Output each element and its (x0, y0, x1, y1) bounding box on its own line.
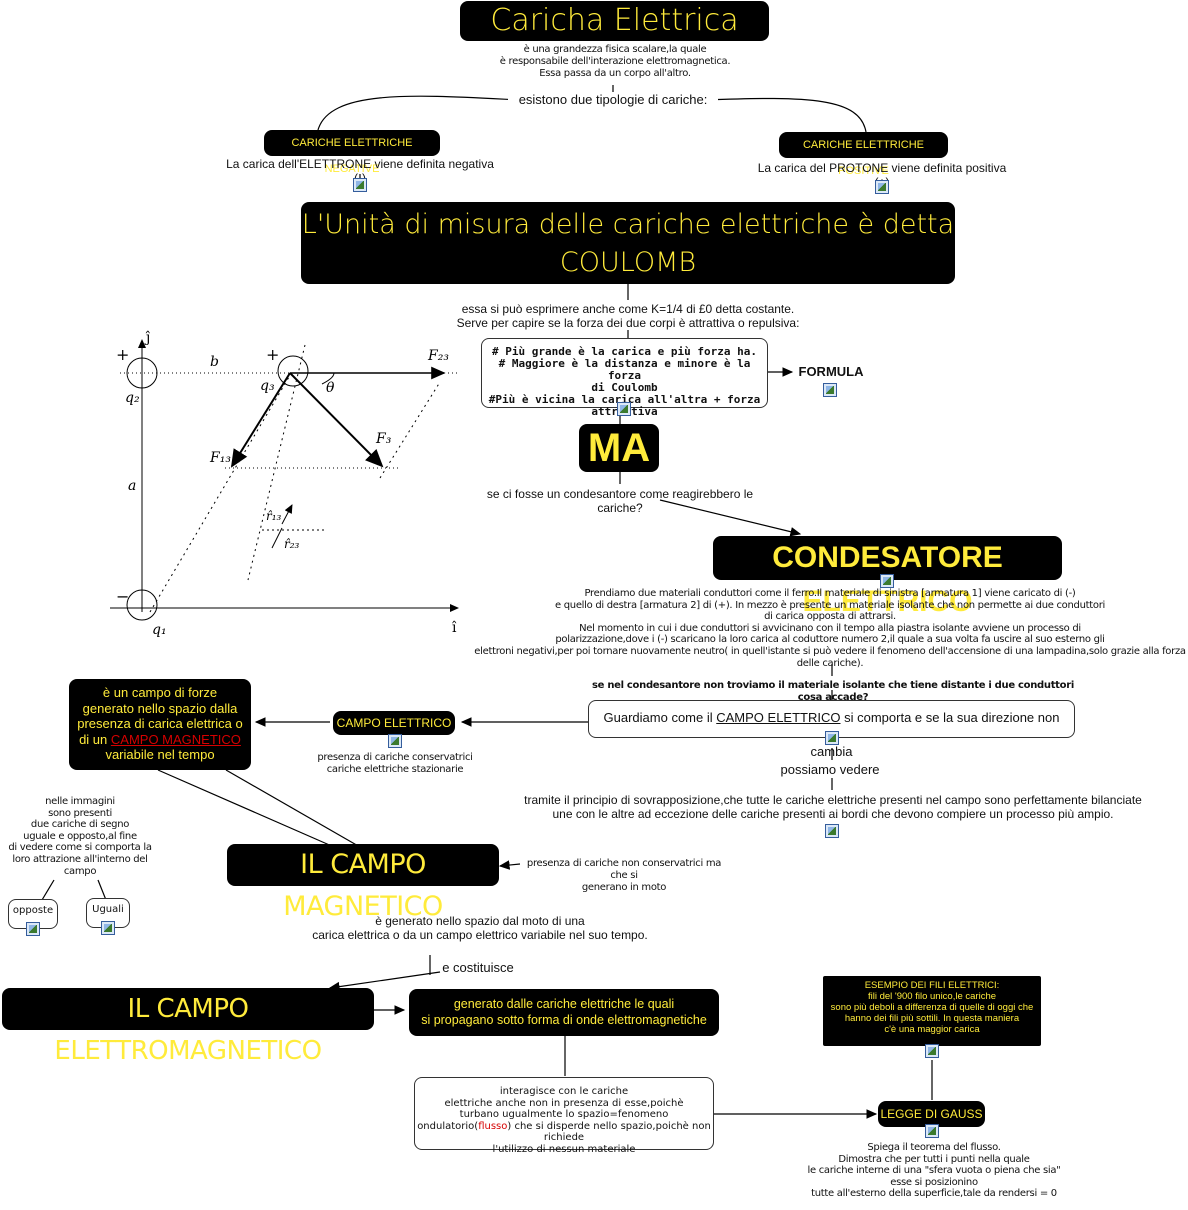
q1-sign: − (116, 587, 129, 606)
ma-node[interactable]: MA (579, 424, 659, 472)
q2-label: q₂ (125, 390, 140, 406)
campo-elettrico-link[interactable]: CAMPO ELETTRICO (716, 710, 841, 725)
image-icon[interactable] (925, 1124, 939, 1138)
r23-label: r̂₂₃ (284, 537, 300, 551)
image-icon[interactable] (875, 180, 889, 194)
costituisce-label: e costituisce (442, 960, 514, 975)
coulomb-rules-node[interactable]: # Più grande è la carica e più forza ha.… (481, 338, 768, 418)
legge-gauss-desc: Spiega il teorema del flusso.Dimostra ch… (807, 1142, 1061, 1200)
q1-label: q₁ (152, 622, 167, 638)
r13-label: r̂₁₃ (266, 509, 282, 523)
distance-b-label: b (210, 354, 219, 370)
campo-elettromagnetico-node[interactable]: IL CAMPO ELETTROMAGNETICO (2, 988, 374, 1066)
fili-elettrici-node[interactable]: ESEMPIO DEI FILI ELETTRICI:fili del '900… (823, 976, 1041, 1046)
negative-charges-node[interactable]: CARICHE ELETTRICHE NEGATIVE (264, 130, 440, 175)
image-icon[interactable] (26, 922, 40, 936)
theta-label: θ (326, 380, 335, 396)
possiamo-vedere-label: possiamo vedere (780, 762, 880, 777)
image-icon[interactable] (880, 574, 894, 588)
image-icon[interactable] (388, 734, 402, 748)
guardiamo-node[interactable]: Guardiamo come il CAMPO ELETTRICO si com… (588, 700, 1075, 759)
campo-elettrico-node[interactable]: CAMPO ELETTRICO (333, 711, 455, 735)
axis-j-label: ĵ (144, 329, 150, 346)
image-icon[interactable] (823, 383, 837, 397)
image-icon[interactable] (101, 921, 115, 935)
coulomb-node[interactable]: L'Unità di misura delle cariche elettric… (301, 202, 955, 284)
image-icon[interactable] (825, 731, 839, 745)
campo-magnetico-node[interactable]: IL CAMPO MAGNETICO (227, 844, 499, 922)
coulomb-desc: essa si può esprimere anche come K=1/4 d… (456, 302, 800, 331)
onde-elettromagnetiche-node[interactable]: generato dalle cariche elettriche le qua… (409, 989, 719, 1036)
condensatore-node[interactable]: CONDESATORE ELETTRICO (713, 536, 1062, 618)
formula-label[interactable]: FORMULA (798, 364, 864, 379)
q3-sign: + (266, 345, 279, 364)
condensatore-question: se nel condesantore non troviamo il mate… (592, 680, 1074, 703)
q3-label: q₃ (260, 378, 275, 394)
condensatore-desc: Prendiamo due materiali conduttori come … (474, 588, 1186, 669)
distance-a-label: a (128, 478, 136, 494)
campo-magnetico-link[interactable]: CAMPO MAGNETICO (110, 731, 241, 747)
ma-question: se ci fosse un condesantore come reagire… (486, 487, 754, 516)
positive-charges-node[interactable]: CARICHE ELETTRICHE POSITIVE (779, 132, 948, 177)
q2-sign: + (116, 345, 129, 364)
title-node[interactable]: Caricha Elettrica (460, 1, 769, 41)
f13-label: F₁₃ (209, 450, 231, 466)
image-icon[interactable] (925, 1044, 939, 1058)
f23-label: F₂₃ (427, 348, 449, 364)
coulomb-force-figure (110, 339, 460, 621)
campo-magnetico-side: presenza di cariche non conservatrici ma… (526, 858, 722, 893)
legge-gauss-node[interactable]: LEGGE DI GAUSS (878, 1101, 985, 1127)
image-icon[interactable] (353, 178, 367, 192)
f3-label: F₃ (375, 431, 392, 447)
link-two-types: esistono due tipologie di cariche: (508, 92, 718, 108)
image-icon[interactable] (825, 824, 839, 838)
axis-i-label: î (452, 620, 457, 636)
image-icon[interactable] (617, 402, 631, 416)
possiamo-vedere-desc: tramite il principio di sovrapposizione,… (524, 793, 1142, 822)
